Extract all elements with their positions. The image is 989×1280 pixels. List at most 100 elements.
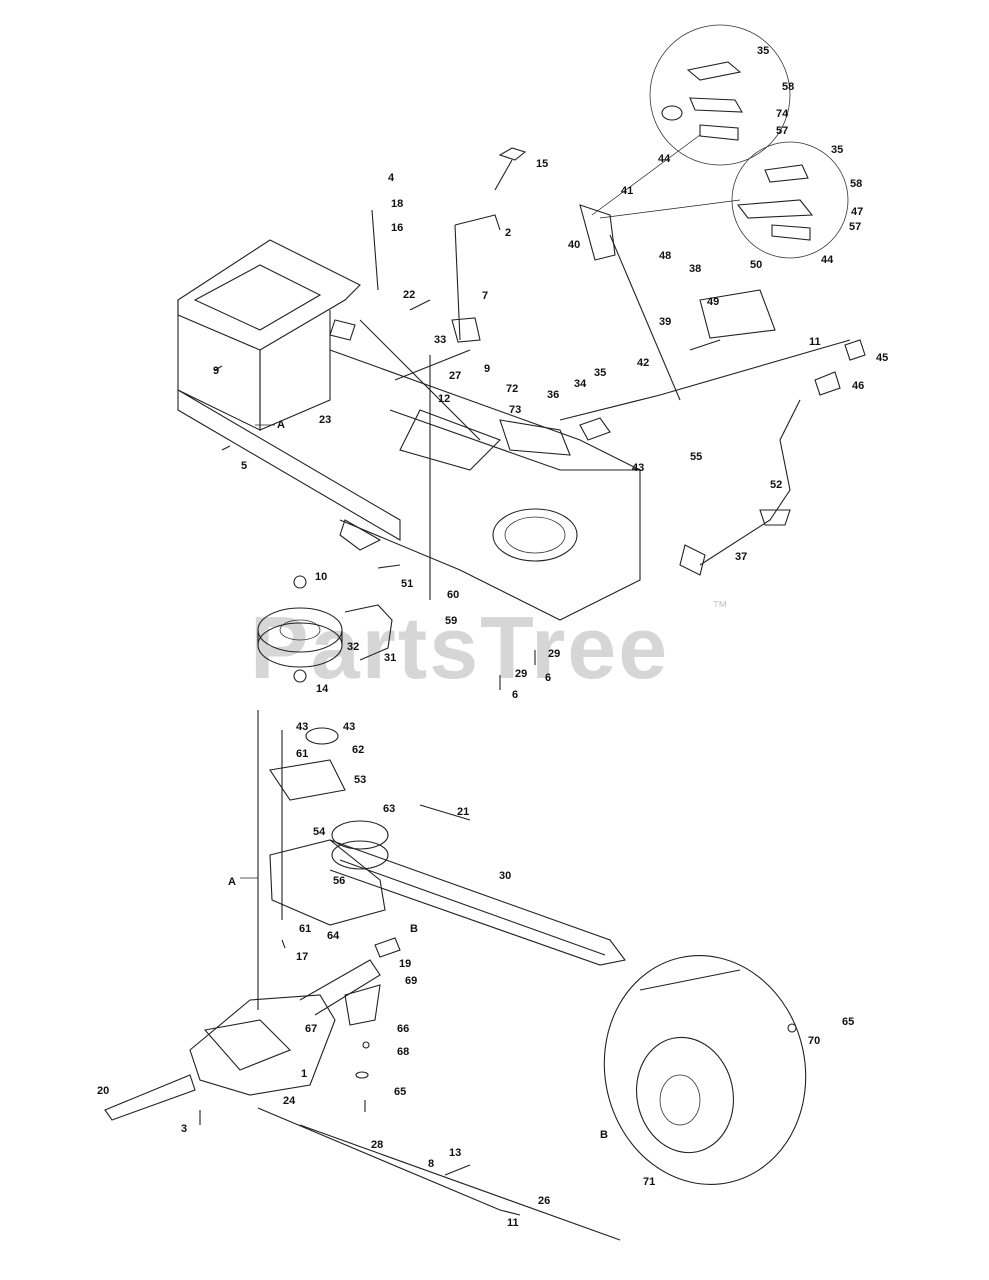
callout: 53 (354, 774, 366, 786)
callout: 35 (757, 45, 769, 57)
callout: 3 (181, 1123, 187, 1135)
callout: 16 (391, 222, 403, 234)
rear-wheel (603, 955, 807, 1185)
callout: 52 (770, 479, 782, 491)
callout: 59 (445, 615, 457, 627)
callout: 44 (658, 153, 671, 165)
callout: 43 (296, 721, 308, 733)
callout: 65 (842, 1016, 854, 1028)
callout: 63 (383, 803, 395, 815)
callout: 6 (512, 689, 518, 701)
detail-circle-lower (731, 141, 849, 259)
callout: 35 (594, 367, 606, 379)
callout: 36 (547, 389, 559, 401)
frame-assembly (177, 239, 661, 621)
callout: B (600, 1129, 608, 1141)
callout: 55 (690, 451, 702, 463)
callout: 14 (316, 683, 329, 695)
callout: A (228, 876, 236, 888)
upper-controls (329, 147, 866, 600)
watermark-text: PartsTree (250, 598, 669, 697)
callout: 44 (821, 254, 834, 266)
callout: 47 (851, 206, 863, 218)
callout: 51 (401, 578, 413, 590)
callout: 2 (505, 227, 511, 239)
callout: 17 (296, 951, 308, 963)
callout: 61 (296, 748, 308, 760)
callout: 40 (568, 239, 580, 251)
callout: 31 (384, 652, 396, 664)
leader-lines (240, 424, 275, 879)
callout: 9 (484, 363, 490, 375)
callout: 32 (347, 641, 359, 653)
callout: 50 (750, 259, 762, 271)
callout: 58 (850, 178, 862, 190)
callout: 33 (434, 334, 446, 346)
callout: 6 (545, 672, 551, 684)
callout: 29 (515, 668, 527, 680)
callout: 43 (632, 462, 644, 474)
callout: 11 (809, 336, 821, 348)
drive-belt-assembly (269, 727, 626, 966)
callout: 61 (299, 923, 311, 935)
callout: 26 (538, 1195, 550, 1207)
callout: A (277, 419, 285, 431)
detail-circle-upper (649, 24, 791, 166)
callout: 29 (548, 648, 560, 660)
callout: 46 (852, 380, 864, 392)
callout: 73 (509, 404, 521, 416)
callout: 42 (637, 357, 649, 369)
callout: 43 (343, 721, 355, 733)
callout: 15 (536, 158, 548, 170)
callout: 11 (507, 1217, 519, 1229)
hardware (199, 365, 536, 1125)
callout: 38 (689, 263, 701, 275)
callout: 67 (305, 1023, 317, 1035)
mid-pulley-assembly (257, 564, 401, 683)
callout: 70 (808, 1035, 820, 1047)
callout: 10 (315, 571, 327, 583)
watermark-trademark: ™ (712, 599, 728, 616)
callout: 22 (403, 289, 415, 301)
callout: 34 (574, 378, 587, 390)
callout: 58 (782, 81, 794, 93)
control-rods (257, 1107, 621, 1241)
callout: 13 (449, 1147, 461, 1159)
callout: 62 (352, 744, 364, 756)
callout: 57 (776, 125, 788, 137)
callout: 72 (506, 383, 518, 395)
callout-labels: 35 58 74 57 44 35 58 47 57 44 15 41 40 4… (97, 45, 888, 1229)
callout: 4 (388, 172, 395, 184)
callout: 21 (457, 806, 469, 818)
callout: 45 (876, 352, 888, 364)
callout: 5 (241, 460, 247, 472)
callout: 18 (391, 198, 403, 210)
callout: 68 (397, 1046, 409, 1058)
callout: 69 (405, 975, 417, 987)
callout: 24 (283, 1095, 296, 1107)
callout: 54 (313, 826, 326, 838)
callout: 41 (621, 185, 633, 197)
callout: 9 (213, 365, 219, 377)
callout: 1 (301, 1068, 307, 1080)
callout: 23 (319, 414, 331, 426)
callout: B (410, 923, 418, 935)
callout: 12 (438, 393, 450, 405)
callout: 37 (735, 551, 747, 563)
callout: 28 (371, 1139, 383, 1151)
callout: 64 (327, 930, 340, 942)
callout: 57 (849, 221, 861, 233)
callout: 65 (394, 1086, 406, 1098)
callout: 30 (499, 870, 511, 882)
callout: 39 (659, 316, 671, 328)
transaxle-assembly (104, 710, 401, 1121)
callout: 74 (776, 108, 789, 120)
callout: 56 (333, 875, 345, 887)
callout: 20 (97, 1085, 109, 1097)
callout: 8 (428, 1158, 434, 1170)
callout: 19 (399, 958, 411, 970)
callout: 66 (397, 1023, 409, 1035)
callout: 49 (707, 296, 719, 308)
